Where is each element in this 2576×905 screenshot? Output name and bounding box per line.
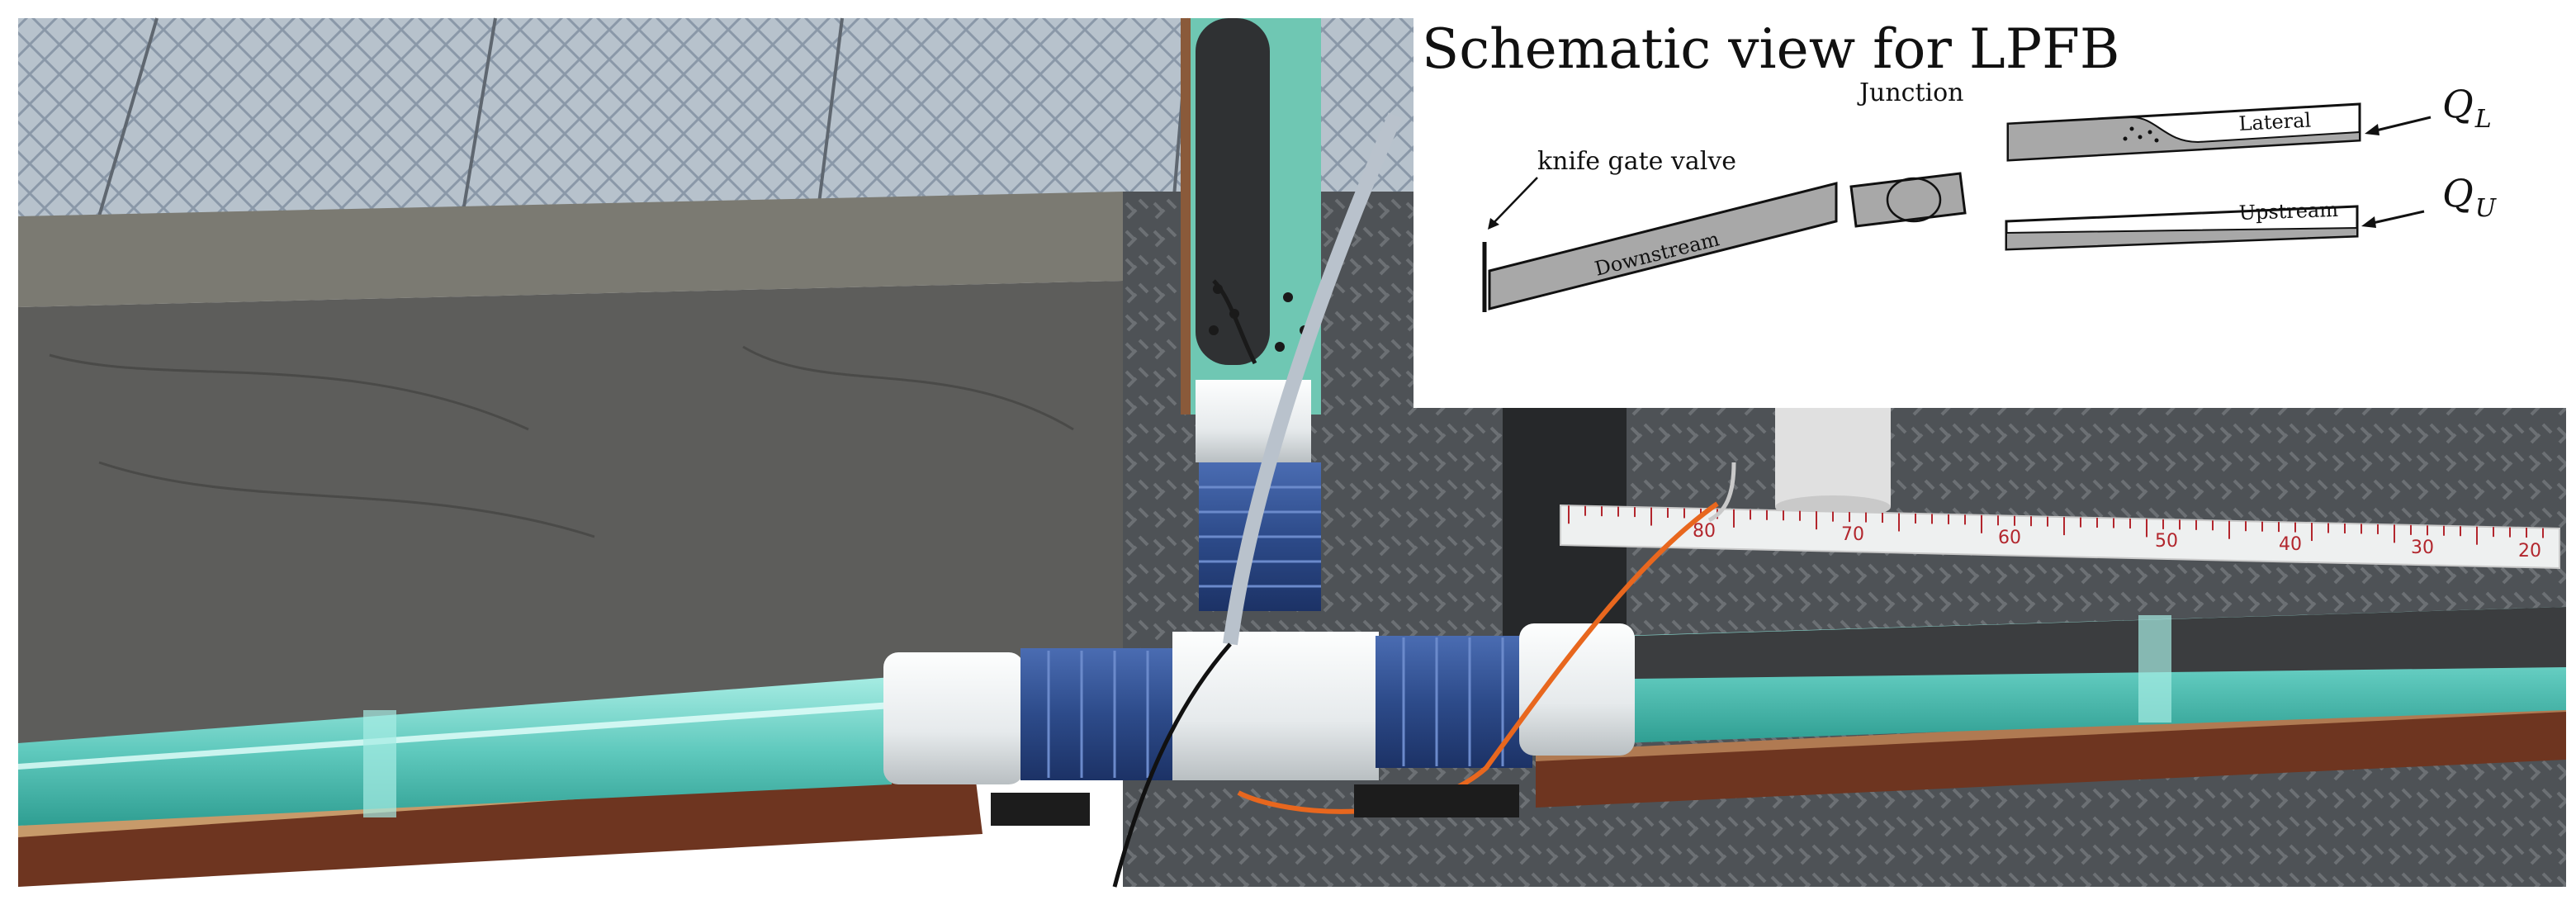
lateral-label: Lateral [2238,108,2312,135]
pvc-coupling-right [1519,623,1635,756]
downstream-pipe: Downstream [1488,182,1838,310]
upstream-flow-arrow [2361,210,2425,228]
schematic-panel: Schematic view for LPFB Junction knife g… [1413,0,2566,408]
lateral-flow-arrow [2365,116,2432,135]
lateral-pipe [1181,18,1321,415]
upstream-pipe-photo [1618,607,2566,743]
lateral-pipe-schematic: Lateral [2006,102,2361,162]
ruler-tick-label: 20 [2518,541,2541,561]
upstream-flow-symbol: QU [2442,171,2498,223]
measuring-ruler: 80 70 60 50 40 30 20 [1560,504,2560,570]
concrete-channel [18,281,1123,743]
orange-cable [1237,501,1719,814]
ruler-tick-label: 60 [1998,528,2021,548]
wood-beam-left [18,768,983,887]
upstream-pipe-schematic: Upstream [2005,198,2359,251]
clear-tube [1223,112,1403,646]
wood-beam-right [1536,710,2566,808]
lateral-flow-symbol: QL [2442,82,2492,134]
blue-tape-right [1376,636,1532,768]
schematic-title: Schematic view for LPFB [1422,17,2119,81]
upstream-label: Upstream [2238,198,2338,225]
ruler-tick-label: 70 [1841,524,1864,545]
knife-gate-valve-label: knife gate valve [1537,147,1736,176]
junction-label: Junction [1857,78,1964,107]
pvc-coupling-left [883,652,1024,784]
ruler-tick-label: 30 [2411,538,2434,558]
ruler-tick-label: 80 [1693,521,1716,542]
knife-gate-valve-arrow [1491,177,1538,225]
blue-tape-left [1020,648,1186,780]
ruler-tick-label: 50 [2155,531,2178,552]
pvc-tee-junction [1172,632,1379,780]
downstream-pipe-photo [18,677,892,826]
junction-icon [1849,172,1967,228]
black-cable [1112,642,1232,888]
ruler-tick-label: 40 [2279,534,2302,555]
